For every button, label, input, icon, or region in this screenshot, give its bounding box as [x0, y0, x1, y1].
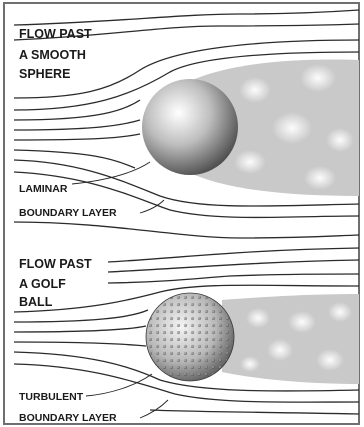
- smooth-sphere-title: FLOW PAST A SMOOTH SPHERE: [19, 27, 95, 81]
- golf-ball: [146, 293, 234, 381]
- title-line: FLOW PAST: [19, 257, 92, 271]
- callout-line: BOUNDARY LAYER: [19, 207, 117, 219]
- turbulent-boundary-layer-label: TURBULENT BOUNDARY LAYER: [19, 391, 117, 424]
- golf-ball-title: FLOW PAST A GOLF BALL: [19, 257, 95, 309]
- callout-line: BOUNDARY LAYER: [19, 412, 117, 424]
- golf-ball-panel: FLOW PAST A GOLF BALL TURBULENT BOUNDARY…: [14, 248, 359, 424]
- title-line: A GOLF: [19, 277, 66, 291]
- title-line: BALL: [19, 295, 53, 309]
- title-line: A SMOOTH: [19, 48, 86, 62]
- title-line: FLOW PAST: [19, 27, 92, 41]
- smooth-sphere: [142, 79, 238, 175]
- callout-line: TURBULENT: [19, 391, 84, 403]
- title-line: SPHERE: [19, 67, 70, 81]
- laminar-boundary-layer-label: LAMINAR BOUNDARY LAYER: [19, 183, 117, 219]
- callout-line: LAMINAR: [19, 183, 68, 195]
- smooth-sphere-panel: FLOW PAST A SMOOTH SPHERE LAMINAR BOUNDA…: [14, 10, 359, 238]
- laminar-leader-line: [72, 162, 150, 184]
- turbulent-leader-line-2: [140, 400, 168, 418]
